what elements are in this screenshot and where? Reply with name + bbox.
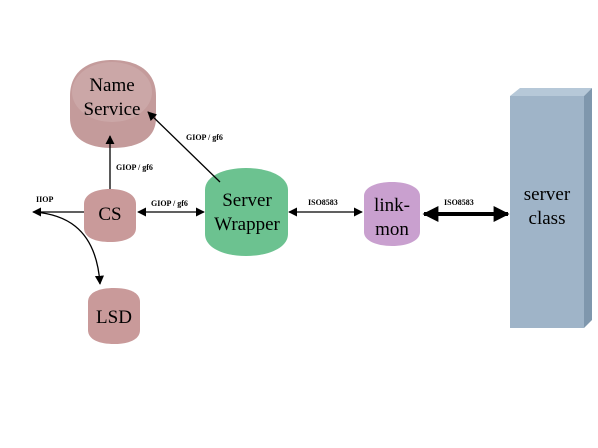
server-wrapper-shape [205, 168, 288, 256]
cs-node: CS [84, 189, 136, 242]
cs-label: CS [98, 204, 121, 225]
server-wrapper-to-name-service-label: GIOP / gf6 [186, 133, 223, 142]
lsd-label: LSD [96, 307, 132, 328]
name-service-label-line1: Name [89, 75, 134, 96]
server-wrapper-to-link-mon-label: ISO8583 [308, 198, 338, 207]
server-wrapper-label-line1: Server [222, 190, 272, 211]
server-class-label-line2: class [529, 208, 566, 229]
cs-to-name-service-label: GIOP / gf6 [116, 163, 153, 172]
cs-to-server-wrapper-edge: GIOP / gf6 [137, 199, 205, 217]
server-wrapper-label-line2: Wrapper [214, 214, 280, 235]
link-mon-label-line2: mon [375, 219, 409, 240]
link-mon-node: link- mon [364, 182, 420, 246]
server-class-front-face [510, 96, 584, 328]
iiop-to-lsd-curve [33, 211, 104, 285]
name-service-label-line2: Service [84, 99, 141, 120]
server-wrapper-to-name-service-line [147, 111, 221, 183]
lsd-node: LSD [88, 288, 140, 344]
server-wrapper-node: Server Wrapper [205, 168, 288, 256]
cs-to-server-wrapper-label: GIOP / gf6 [151, 199, 188, 208]
link-mon-to-server-class-edge: ISO8583 [422, 198, 510, 222]
server-class-node: server class [510, 88, 592, 328]
server-wrapper-to-name-service-edge: GIOP / gf6 [147, 111, 223, 183]
iiop-edge: IIOP [32, 195, 84, 217]
name-service-shape [70, 60, 156, 148]
server-class-label-line1: server [524, 184, 571, 205]
name-service-node: Name Service [70, 60, 156, 148]
server-wrapper-to-link-mon-edge: ISO8583 [288, 198, 363, 217]
server-class-side-face [584, 88, 592, 328]
iiop-edge-label: IIOP [36, 195, 53, 204]
server-class-top-face [510, 88, 592, 96]
link-mon-to-server-class-label: ISO8583 [444, 198, 474, 207]
lsd-shape [88, 288, 140, 344]
name-service-top [72, 62, 152, 122]
link-mon-shape [364, 182, 420, 246]
link-mon-label-line1: link- [374, 195, 410, 216]
cs-to-name-service-edge: GIOP / gf6 [105, 135, 153, 189]
iiop-to-lsd-edge [33, 211, 104, 285]
cs-shape [84, 189, 136, 242]
